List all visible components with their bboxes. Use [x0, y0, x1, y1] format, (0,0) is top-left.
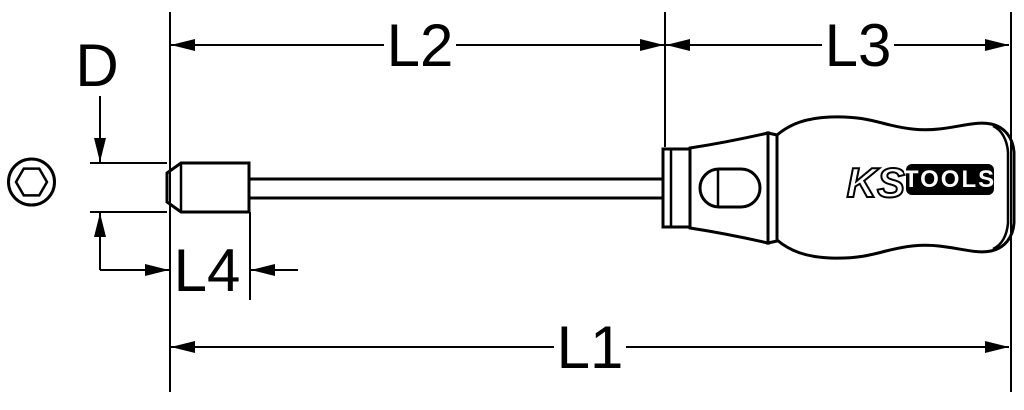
arrowhead-l1-left	[171, 341, 195, 353]
arrowhead-d-bottom	[94, 213, 106, 237]
logo-ks-text: KS	[847, 159, 905, 206]
logo-tools-badge	[906, 164, 994, 195]
arrowhead-l3-left	[666, 39, 690, 51]
end-cap-contour	[992, 124, 1010, 251]
dimensions: D L2 L3 L4 L1	[75, 12, 1012, 392]
logo-tools-text: TOOLS	[904, 166, 996, 193]
handle-grip	[775, 115, 1016, 260]
socket-tip	[165, 161, 251, 214]
dimension-label-l1: L1	[557, 314, 624, 381]
hex-socket-end-view-icon	[7, 157, 56, 207]
arrowhead-l3-right	[985, 39, 1009, 51]
tool-drawing: KS TOOLS	[7, 115, 1016, 260]
arrowhead-d-top	[94, 138, 106, 162]
socket-outline-circle	[7, 157, 56, 207]
dimension-label-l4: L4	[174, 237, 241, 304]
dimension-label-l2: L2	[387, 12, 454, 79]
arrowhead-l2-left	[171, 39, 195, 51]
hex-hole-icon	[14, 167, 49, 197]
arrowhead-l4-left	[145, 264, 169, 276]
label-bg-l1	[554, 322, 626, 372]
dimension-label-l3: L3	[825, 12, 892, 79]
dimension-label-d: D	[75, 32, 118, 99]
ks-tools-logo: KS TOOLS	[846, 158, 996, 207]
arrowhead-l2-right	[640, 39, 664, 51]
label-bg-l2	[384, 20, 456, 70]
ferrule	[661, 147, 692, 229]
arrowhead-l4-right	[251, 264, 275, 276]
shaft	[247, 177, 667, 200]
handle-slot	[698, 167, 762, 209]
arrowhead-l1-right	[985, 341, 1009, 353]
label-bg-l3	[822, 20, 894, 70]
